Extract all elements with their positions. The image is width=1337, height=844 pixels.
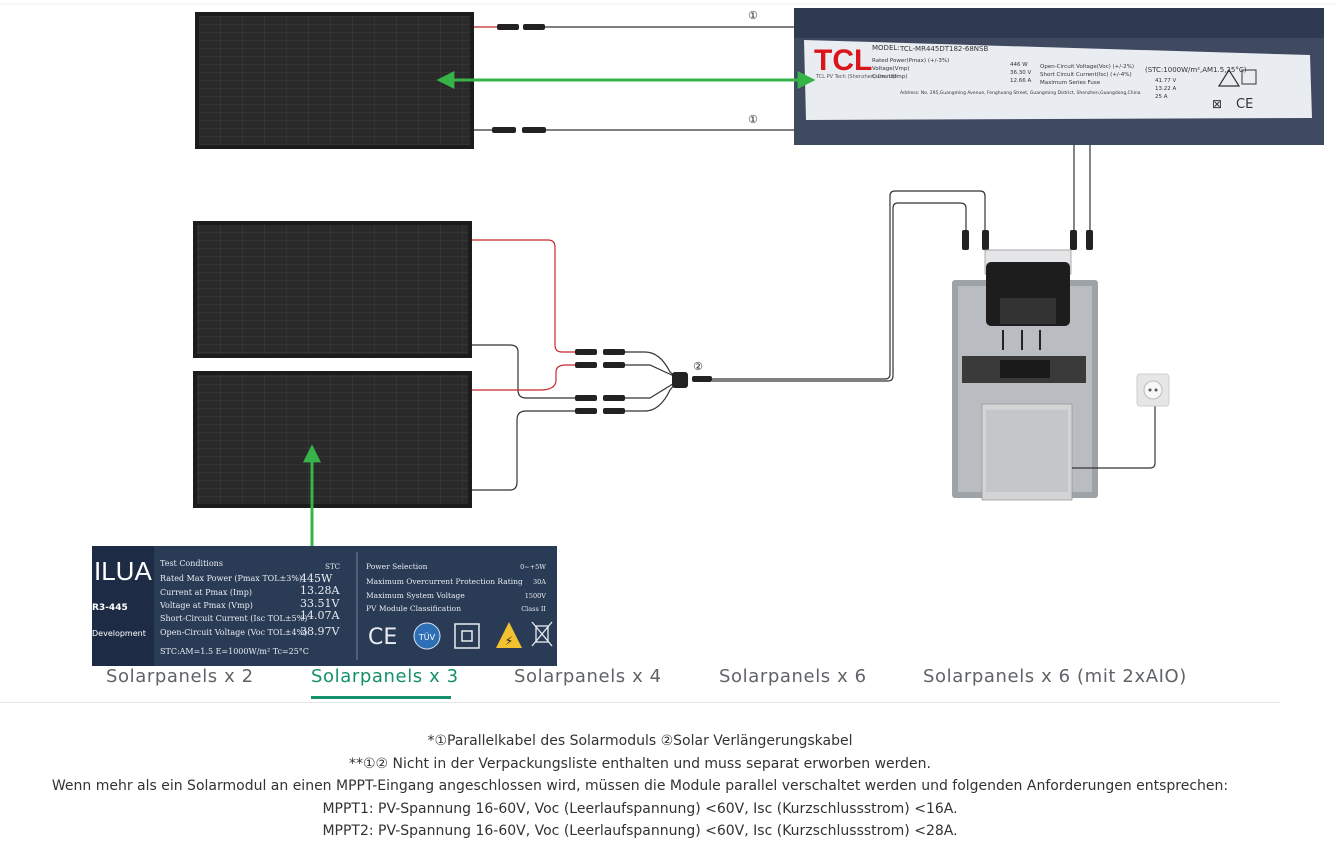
mc4-connector-icon xyxy=(575,362,597,368)
svg-text:⚡: ⚡ xyxy=(505,634,513,648)
label-row-value: 30A xyxy=(533,578,546,586)
tcl-row-key: Open-Circuit Voltage(Voc) (+/-2%) xyxy=(1040,64,1134,70)
tab-solarpanels-x2[interactable]: Solarpanels x 2 xyxy=(106,666,254,687)
label-row-key: Current at Pmax (Imp) xyxy=(160,588,252,597)
mc4-connector-icon xyxy=(1086,230,1093,250)
tcl-logo: TCL xyxy=(814,44,872,77)
active-tab-indicator xyxy=(311,696,451,699)
label-row-value: 33.51V xyxy=(300,597,340,610)
tcl-row-value: 13.22 A xyxy=(1155,86,1176,92)
microinverter-icon xyxy=(952,249,1098,501)
label-brand: ILUA xyxy=(94,556,152,586)
label-row-key: PV Module Classification xyxy=(366,604,461,613)
mc4-connector-icon xyxy=(575,349,597,355)
label-row-key: Voltage at Pmax (Vmp) xyxy=(159,601,253,610)
tcl-row-key: Voltage(Vmp) xyxy=(872,66,910,72)
y-splitter-icon xyxy=(672,372,712,388)
label-row-key: Rated Max Power (Pmax TOL±3%) xyxy=(160,574,302,583)
solar-panel-icon xyxy=(193,221,472,358)
mc4-connector-icon xyxy=(575,395,597,401)
mc4-connector-icon xyxy=(492,127,546,133)
label-row-value: 0~+5W xyxy=(520,563,546,571)
weee-bin-icon: ⊠ xyxy=(1212,97,1222,111)
label-model: R3-445 xyxy=(92,603,128,613)
label-row-key: Open-Circuit Voltage (Voc TOL±4%) xyxy=(160,628,307,637)
svg-text:TÜV: TÜV xyxy=(418,632,436,642)
mc4-connector-icon xyxy=(603,362,625,368)
label-stc: STC xyxy=(325,563,340,571)
tcl-row-value: 446 W xyxy=(1010,62,1028,68)
warning-triangle-icon: ⚡ xyxy=(496,622,522,648)
label-test-conditions: Test Conditions xyxy=(160,559,223,568)
marker-extension: ② xyxy=(693,360,703,373)
warning-triangle-icon xyxy=(1217,68,1241,87)
label-row-value: 445W xyxy=(300,572,333,585)
panel-nameplate-photo: ILUA R3-445 Development Test Conditions … xyxy=(92,546,557,666)
note-not-included: **①② Nicht in der Verpackungsliste entha… xyxy=(349,755,931,772)
mc4-connector-icon xyxy=(603,395,625,401)
power-socket-icon xyxy=(1136,373,1170,407)
configuration-tabs: Solarpanels x 2 Solarpanels x 3 Solarpan… xyxy=(0,662,1280,703)
tcl-row-key: Short Circuit Current(Isc) (+/-4%) xyxy=(1040,72,1132,78)
marker-parallel: ① xyxy=(748,9,758,22)
marker-parallel: ① xyxy=(748,113,758,126)
tcl-stc: (STC:1000W/m²,AM1.5,25°C) xyxy=(1145,66,1247,74)
label-row-key: Maximum System Voltage xyxy=(366,591,465,600)
ce-mark-icon: CE xyxy=(368,625,397,650)
tcl-row-value: 41.77 V xyxy=(1155,78,1176,84)
extension-cable xyxy=(712,145,1091,382)
tcl-row-key: Maximum Series Fuse xyxy=(1040,80,1101,86)
tcl-row-value: 36.30 V xyxy=(1010,70,1031,76)
label-dev: Development xyxy=(92,629,146,638)
solar-panel-icon xyxy=(193,371,472,508)
label-row-value: 38.97V xyxy=(300,625,340,638)
parallel-cable-top xyxy=(474,26,795,131)
label-row-value: 14.07A xyxy=(300,609,340,622)
mc4-connector-icon xyxy=(497,24,545,30)
system-wiring-diagram: ① ① TCL MODEL: TCL-MR445DT182-68NSB (STC… xyxy=(0,3,1337,666)
weee-bin-icon xyxy=(531,621,553,647)
tcl-address: Address: No. 295,Guangming Avenue, Fengh… xyxy=(900,90,1141,96)
tab-solarpanels-x6-2xaio[interactable]: Solarpanels x 6 (mit 2xAIO) xyxy=(923,666,1187,687)
mc4-connector-icon xyxy=(962,230,969,250)
tcl-model: TCL-MR445DT182-68NSB xyxy=(899,45,988,53)
note-legend: *①Parallelkabel des Solarmoduls ②Solar V… xyxy=(427,733,853,749)
mc4-connector-icon xyxy=(603,349,625,355)
label-row-value: 1500V xyxy=(525,592,547,600)
notes-section: *①Parallelkabel des Solarmoduls ②Solar V… xyxy=(0,730,1280,843)
tcl-row-key: Rated Power(Pmax) (+/-3%) xyxy=(872,58,949,64)
ac-cable xyxy=(1072,400,1156,469)
tuv-mark-icon: TÜV xyxy=(413,622,441,650)
note-parallel-requirement: Wenn mehr als ein Solarmodul an einen MP… xyxy=(51,778,1229,794)
label-row-key: Power Selection xyxy=(366,562,428,571)
note-mppt2: MPPT2: PV-Spannung 16-60V, Voc (Leerlauf… xyxy=(322,823,958,839)
label-stc-footer: STC:AM=1.5 E=1000W/m² Tc=25°C xyxy=(160,647,309,656)
ce-mark-icon: CE xyxy=(1236,97,1253,112)
tcl-maker: TCL PV Tech (Shenzhen) Co., Ltd xyxy=(815,74,897,80)
solar-panel-icon xyxy=(195,12,474,149)
tab-solarpanels-x3[interactable]: Solarpanels x 3 xyxy=(311,666,459,687)
class-ii-icon xyxy=(1241,69,1257,85)
label-row-value: Class II xyxy=(521,605,546,613)
class-ii-icon xyxy=(454,623,480,649)
tcl-model-key: MODEL: xyxy=(872,44,900,52)
label-row-value: 13.28A xyxy=(300,584,340,597)
note-mppt1: MPPT1: PV-Spannung 16-60V, Voc (Leerlauf… xyxy=(322,800,958,817)
mc4-connector-icon xyxy=(575,408,597,414)
tcl-row-value: 25 A xyxy=(1155,94,1168,100)
mc4-connector-icon xyxy=(603,408,625,414)
tab-solarpanels-x4[interactable]: Solarpanels x 4 xyxy=(514,666,662,687)
mc4-connector-icon xyxy=(1070,230,1077,250)
label-row-key: Maximum Overcurrent Protection Rating xyxy=(366,577,523,586)
mc4-connector-icon xyxy=(982,230,989,250)
parallel-cables xyxy=(472,239,677,491)
tcl-row-key: Current(Imp) xyxy=(872,74,907,80)
tcl-row-value: 12.66 A xyxy=(1010,78,1031,84)
tcl-nameplate-photo: TCL MODEL: TCL-MR445DT182-68NSB (STC:100… xyxy=(794,8,1324,145)
label-row-key: Short-Circuit Current (Isc TOL±5%) xyxy=(160,614,307,623)
tab-solarpanels-x6[interactable]: Solarpanels x 6 xyxy=(719,666,867,687)
